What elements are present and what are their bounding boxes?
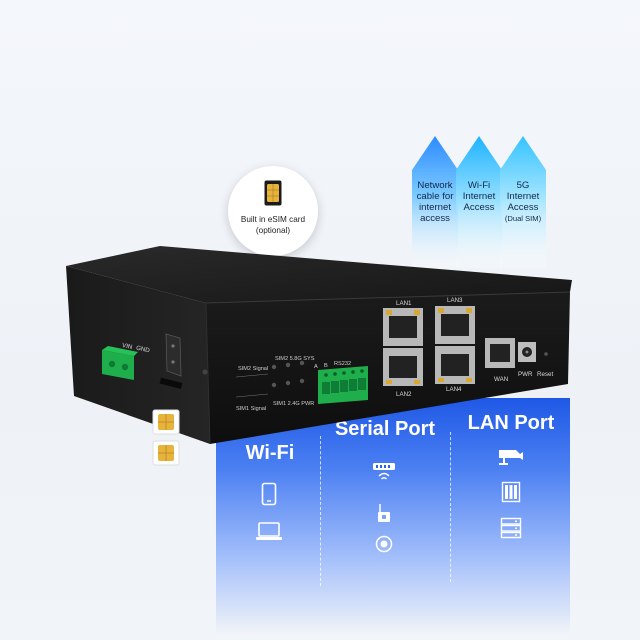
lan2-label: LAN2 bbox=[396, 391, 412, 398]
led-label-sim2-58g: SIM2 5.8G SYS bbox=[275, 356, 315, 362]
feature-panel bbox=[216, 398, 570, 634]
bubble-text: Built in eSIM card (optional) bbox=[240, 215, 306, 235]
pwr-label: PWR bbox=[518, 371, 533, 378]
camera-icon bbox=[499, 450, 523, 465]
serial-label-b: B bbox=[324, 363, 328, 369]
led-label-sim1-signal: SIM1 Signal bbox=[236, 406, 267, 412]
lan1-label: LAN1 bbox=[396, 300, 412, 307]
sim-card-2 bbox=[152, 440, 180, 466]
led-label-sim2-signal: SIM2 Signal bbox=[238, 366, 269, 372]
lan-port-2 bbox=[383, 348, 423, 386]
serial-label-a: A bbox=[314, 364, 318, 370]
led-label-sim1-24g: SIM1 2.4G PWR bbox=[273, 401, 315, 407]
col-title-wifi: Wi-Fi bbox=[245, 442, 295, 464]
col-title-lan: LAN Port bbox=[467, 412, 555, 434]
sensor-icon bbox=[378, 504, 390, 522]
laptop-icon bbox=[256, 522, 282, 540]
server-icon bbox=[500, 517, 522, 539]
esim-bubble: Built in eSIM card (optional) bbox=[228, 166, 318, 256]
lan-port-4 bbox=[435, 346, 475, 384]
serial-label-rs232: RS232 bbox=[334, 361, 352, 367]
router-icon bbox=[373, 463, 395, 480]
lan4-label: LAN4 bbox=[446, 386, 462, 393]
lan-port-1 bbox=[383, 308, 423, 346]
col-title-serial: Serial Port bbox=[334, 418, 436, 440]
phone-icon bbox=[261, 482, 277, 506]
esim-chip-icon bbox=[264, 180, 282, 206]
sim-card-1 bbox=[152, 409, 180, 435]
divider bbox=[320, 436, 321, 586]
lan3-label: LAN3 bbox=[447, 297, 463, 304]
lan-port-3 bbox=[435, 306, 475, 344]
meter-icon bbox=[375, 535, 393, 553]
wan-port bbox=[485, 338, 515, 368]
wan-label: WAN bbox=[494, 376, 509, 383]
divider bbox=[450, 432, 451, 582]
server-rack-icon bbox=[501, 481, 521, 503]
reset-label: Reset bbox=[537, 371, 554, 378]
